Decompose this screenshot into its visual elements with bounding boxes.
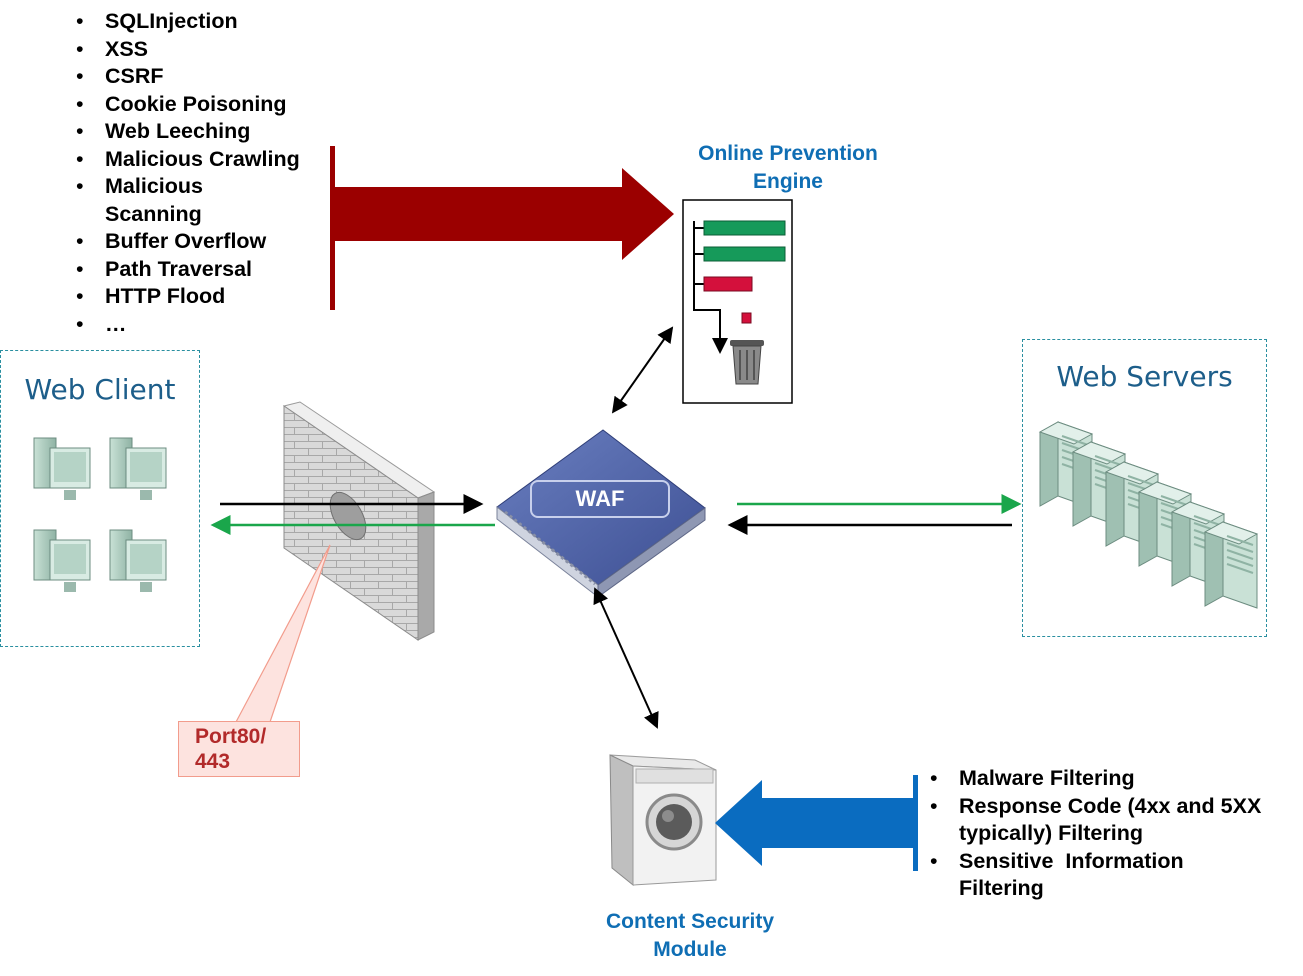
firewall-icon (282, 401, 436, 641)
attack-item: Malicious Crawling (76, 146, 336, 174)
client-computers-icon (33, 437, 167, 592)
waf-csm-double-arrow (593, 587, 659, 729)
attack-item: Cookie Poisoning (76, 91, 336, 119)
attack-item: XSS (76, 36, 336, 64)
waf-label: WAF (575, 486, 625, 511)
server-tower-icon (1203, 521, 1259, 609)
filter-item: Response Code (4xx and 5XX typically) Fi… (930, 793, 1289, 848)
web-client-title: Web Client (24, 373, 176, 406)
trash-icon (730, 340, 764, 385)
attack-arrow (330, 146, 674, 310)
attack-list: SQLInjection XSS CSRF Cookie Poisoning W… (76, 8, 336, 338)
attack-item: Path Traversal (76, 256, 336, 284)
web-servers-icon (1038, 421, 1259, 609)
web-client-zone: Web Client (0, 350, 200, 647)
attack-item: SQLInjection (76, 8, 336, 36)
filter-arrow (715, 775, 918, 871)
attack-item: CSRF (76, 63, 336, 91)
content-security-module-title: Content Security Module (605, 910, 775, 961)
port-callout-pointer (235, 544, 331, 723)
waf-engine-double-arrow (611, 326, 674, 414)
web-servers-title: Web Servers (1056, 360, 1233, 393)
port-callout: Port80/ 443 (178, 721, 300, 777)
attack-item: HTTP Flood (76, 283, 336, 311)
filter-item: Malware Filtering (930, 765, 1302, 793)
attack-item: Buffer Overflow (76, 228, 336, 256)
waf-device-icon (496, 429, 706, 599)
filter-item: Sensitive Information Filtering (930, 848, 1209, 903)
attack-item: Malicious Scanning (76, 173, 255, 228)
attack-item: … (76, 311, 336, 339)
web-servers-zone: Web Servers (1022, 339, 1267, 637)
content-security-module-icon (609, 754, 717, 887)
filter-list: Malware Filtering Response Code (4xx and… (930, 765, 1302, 903)
attack-item: Web Leeching (76, 118, 336, 146)
online-prevention-engine-title: Online Prevention Engine (698, 142, 878, 193)
prevention-engine-icon (682, 199, 793, 404)
